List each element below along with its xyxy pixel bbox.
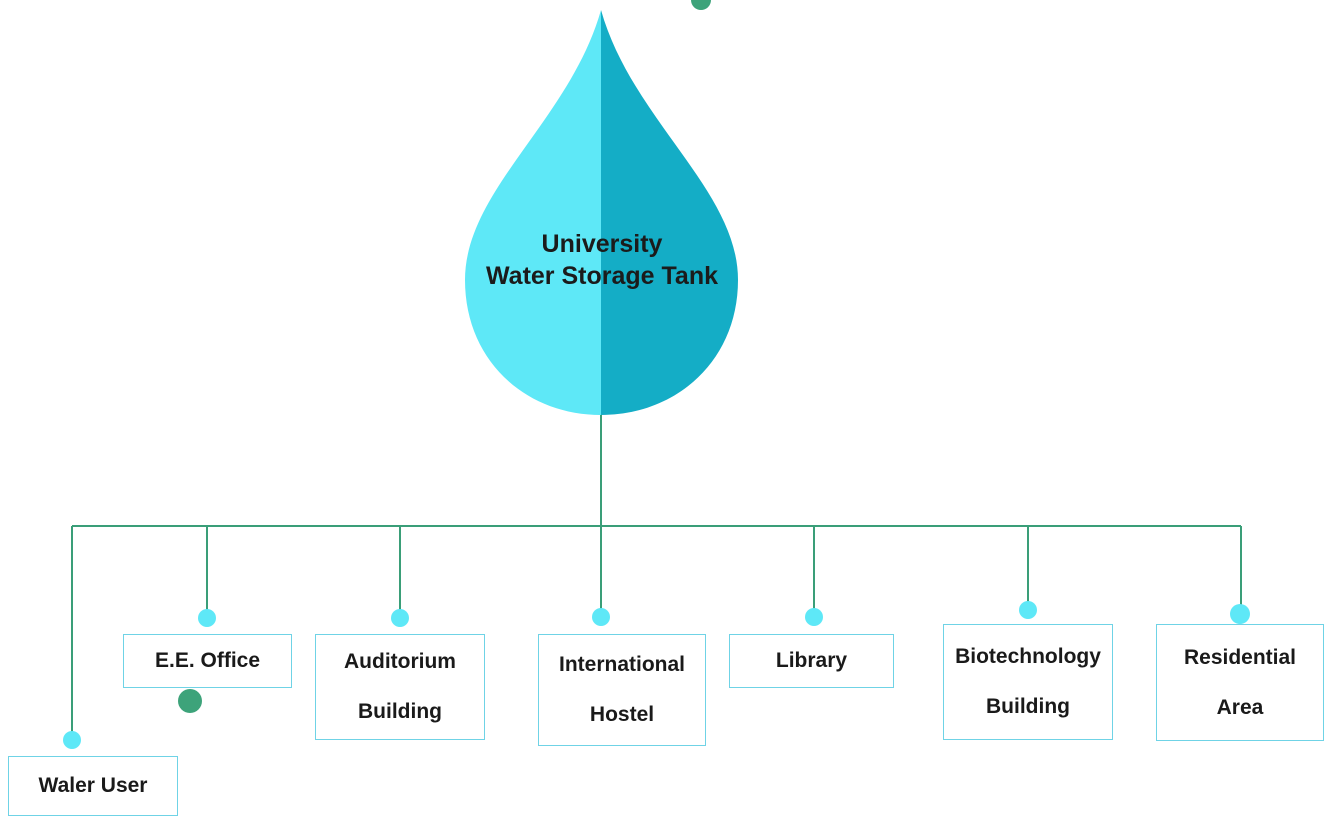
endpoint-dot — [805, 608, 823, 626]
node-water-user: Waler User — [8, 756, 178, 816]
water-drop-left-half — [465, 10, 601, 415]
tank-label-line1: University — [541, 230, 663, 258]
endpoint-dots — [63, 601, 1250, 749]
node-ee-office: E.E. Office — [123, 634, 292, 688]
node-hostel-line2: Hostel — [589, 703, 655, 726]
node-auditorium-line2: Building — [358, 700, 442, 723]
endpoint-dot — [198, 609, 216, 627]
endpoint-dot — [592, 608, 610, 626]
water-drop-right-half — [601, 10, 738, 415]
node-biotech-line1: Biotechnology — [955, 645, 1101, 668]
endpoint-dot — [63, 731, 81, 749]
node-ee-office-label: E.E. Office — [154, 649, 261, 672]
node-residential-line1: Residential — [1183, 645, 1297, 669]
accent-dot-top — [691, 0, 711, 10]
endpoint-dot — [1019, 601, 1037, 619]
node-hostel: International Hostel — [538, 634, 706, 746]
node-hostel-line1: International — [558, 653, 685, 676]
endpoint-dot — [1230, 604, 1250, 624]
node-library-label: Library — [775, 649, 848, 672]
node-auditorium-line1: Auditorium — [344, 650, 456, 673]
tank-label: University Water Storage Tank — [452, 228, 752, 292]
endpoint-dot — [391, 609, 409, 627]
node-library: Library — [729, 634, 894, 688]
tank-label-line2: Water Storage Tank — [486, 262, 718, 290]
accent-dot-ee-office — [178, 689, 202, 713]
node-biotech-line2: Building — [986, 695, 1070, 718]
node-auditorium: Auditorium Building — [315, 634, 485, 740]
connector-lines — [71, 415, 1242, 740]
node-residential-line2: Area — [1216, 695, 1264, 719]
node-water-user-label: Waler User — [38, 774, 148, 797]
node-residential: Residential Area — [1156, 624, 1324, 741]
node-biotech: Biotechnology Building — [943, 624, 1113, 740]
